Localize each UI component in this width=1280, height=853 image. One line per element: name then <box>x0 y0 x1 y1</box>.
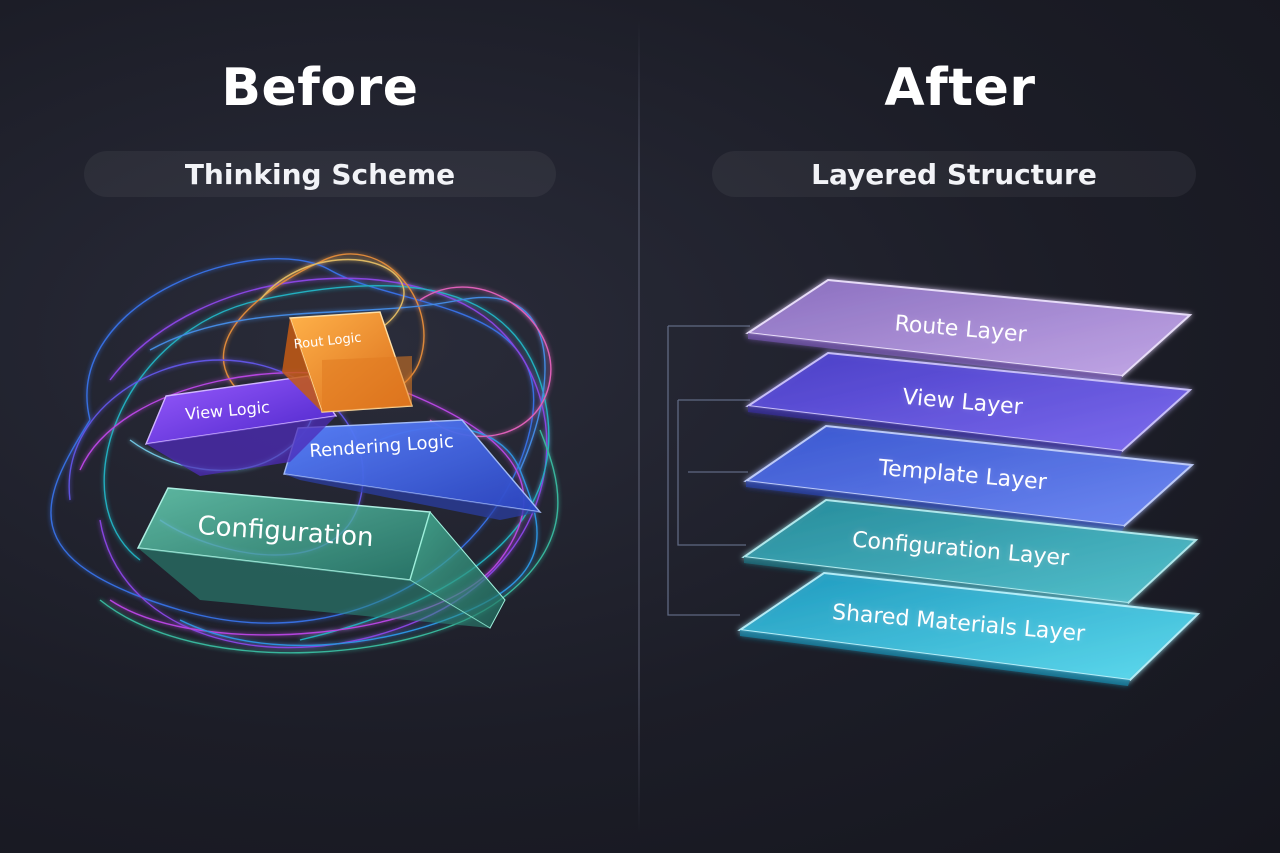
after-subtitle: Layered Structure <box>811 157 1097 191</box>
view-layer: View Layer <box>745 351 1193 457</box>
after-panel: After Layered Structure <box>640 0 1280 853</box>
before-title: Before <box>221 58 419 118</box>
route-layer: Route Layer <box>745 278 1193 382</box>
rendering-logic-block: Rendering Logic <box>283 419 542 520</box>
layer-connectors <box>667 325 750 616</box>
view-logic-block: View Logic <box>144 375 338 476</box>
shared-materials-layer: Shared Materials Layer <box>737 571 1201 686</box>
before-subtitle-pill: Thinking Scheme <box>84 151 556 197</box>
before-panel: Before Thinking Scheme <box>50 58 559 654</box>
template-layer: Template Layer <box>743 424 1195 532</box>
before-subtitle: Thinking Scheme <box>184 157 456 191</box>
configuration-block: Configuration <box>136 487 506 629</box>
panel-divider <box>638 20 640 833</box>
tangled-diagram: Configuration Rendering Logic View Logic… <box>50 253 559 654</box>
layer-stack: Route Layer View Layer Template Layer Co… <box>667 278 1201 686</box>
after-subtitle-pill: Layered Structure <box>712 151 1196 197</box>
after-title: After <box>884 58 1036 118</box>
rout-logic-block: Rout Logic <box>282 311 413 413</box>
rout-logic-label: Rout Logic <box>293 331 362 353</box>
